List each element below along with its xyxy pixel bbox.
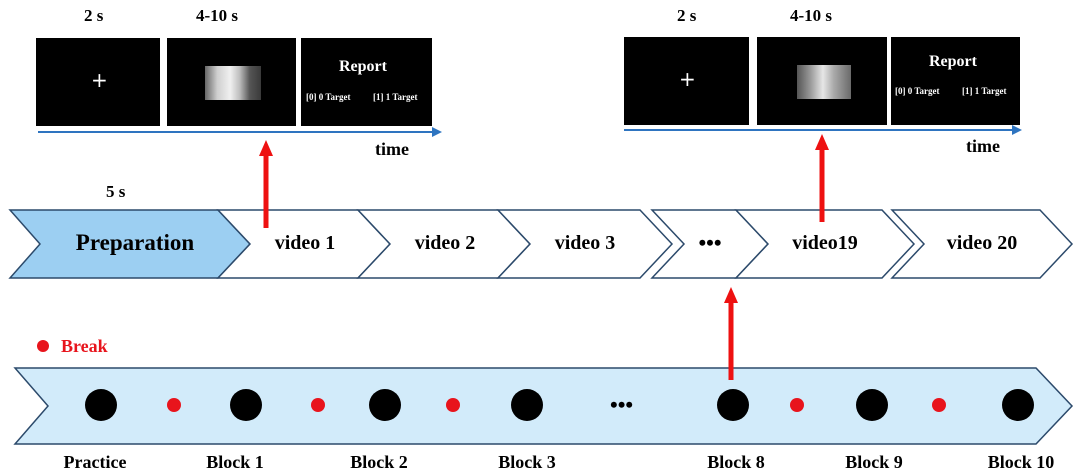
- video-chevron-3: [496, 209, 674, 279]
- time-axis-label: time: [375, 139, 409, 159]
- video-frame-thumbnail: [205, 66, 261, 100]
- block-ellipsis: •••: [610, 392, 634, 417]
- block-label: Block 10: [987, 452, 1055, 472]
- fixation-screen: +: [36, 38, 160, 126]
- break-dot: [932, 398, 946, 412]
- fixation-duration-label: 2 s: [84, 6, 104, 25]
- video-label: video 2: [414, 232, 476, 254]
- break-dot: [311, 398, 325, 412]
- report-option-0: [0] 0 Target: [895, 86, 940, 96]
- block-label: Practice: [63, 452, 127, 472]
- fixation-cross-icon: +: [679, 67, 696, 91]
- break-dot: [790, 398, 804, 412]
- block-dot-practice: [85, 389, 117, 421]
- video-label: video 1: [274, 232, 336, 254]
- report-option-0: [0] 0 Target: [306, 92, 351, 102]
- video-chevron-20: [890, 209, 1074, 279]
- block-dot-1: [230, 389, 262, 421]
- block-dot-10: [1002, 389, 1034, 421]
- preparation-label: Preparation: [75, 230, 195, 255]
- video-duration-label: 4-10 s: [196, 6, 239, 25]
- report-title: Report: [339, 58, 387, 75]
- preparation-duration-label: 5 s: [106, 182, 126, 201]
- report-option-1: [1] 1 Target: [373, 92, 418, 102]
- video-chevron-19: [734, 209, 916, 279]
- report-screen: Report [0] 0 Target [1] 1 Target: [891, 37, 1020, 125]
- block-dot-3: [511, 389, 543, 421]
- block-bar: [13, 367, 1074, 445]
- report-option-1: [1] 1 Target: [962, 86, 1007, 96]
- break-legend-dot: [37, 340, 49, 352]
- block-label: Block 9: [845, 452, 903, 472]
- video-label: video 20: [946, 232, 1018, 254]
- block-label: Block 1: [206, 452, 264, 472]
- fixation-cross-icon: +: [91, 68, 108, 92]
- video-label: video19: [792, 232, 858, 254]
- video-screen: [167, 38, 296, 126]
- block-dot-2: [369, 389, 401, 421]
- video-label: video 3: [554, 232, 616, 254]
- video-screen: [757, 37, 887, 125]
- video-duration-label: 4-10 s: [790, 6, 833, 25]
- video-ellipsis: •••: [698, 230, 722, 255]
- block-label: Block 2: [350, 452, 408, 472]
- block-dot-8: [717, 389, 749, 421]
- break-dot: [446, 398, 460, 412]
- break-legend-label: Break: [61, 336, 108, 356]
- block-label: Block 3: [498, 452, 556, 472]
- report-title: Report: [929, 53, 977, 70]
- report-screen: Report [0] 0 Target [1] 1 Target: [301, 38, 432, 126]
- block-dot-9: [856, 389, 888, 421]
- block-label: Block 8: [707, 452, 765, 472]
- time-axis-label: time: [966, 136, 1000, 156]
- video-frame-thumbnail: [797, 65, 851, 99]
- fixation-duration-label: 2 s: [677, 6, 697, 25]
- break-dot: [167, 398, 181, 412]
- fixation-screen: +: [624, 37, 749, 125]
